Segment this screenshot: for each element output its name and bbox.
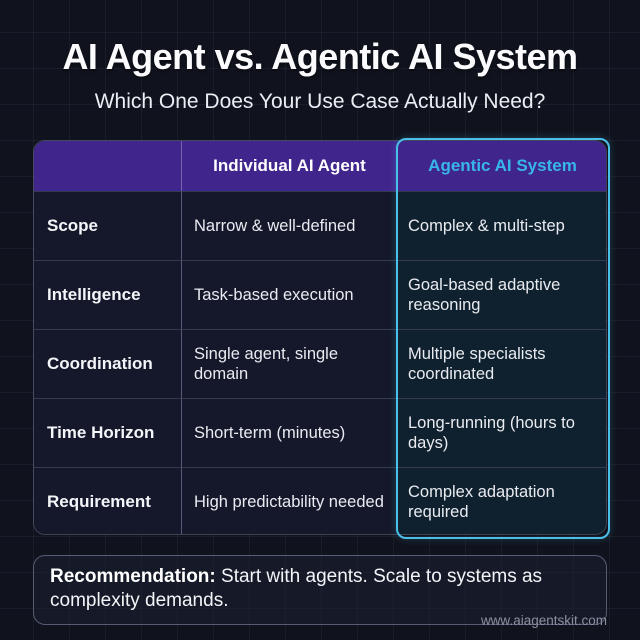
column-header-individual-agent: Individual AI Agent xyxy=(181,141,397,191)
cell-requirement-agent: High predictability needed xyxy=(181,467,397,534)
cell-intelligence-agent: Task-based execution xyxy=(181,260,397,329)
comparison-table-grid: Individual AI Agent Agentic AI System Sc… xyxy=(34,141,606,534)
cell-time-horizon-agent: Short-term (minutes) xyxy=(181,398,397,467)
comparison-table: Individual AI Agent Agentic AI System Sc… xyxy=(33,138,610,539)
cell-scope-system: Complex & multi-step xyxy=(397,191,606,260)
row-label-scope: Scope xyxy=(34,191,181,260)
recommendation-label: Recommendation: xyxy=(50,566,216,587)
page-heading: AI Agent vs. Agentic AI System Which One… xyxy=(0,36,640,114)
column-header-agentic-system: Agentic AI System xyxy=(397,141,606,191)
page-subtitle: Which One Does Your Use Case Actually Ne… xyxy=(94,90,546,113)
cell-scope-agent: Narrow & well-defined xyxy=(181,191,397,260)
cell-intelligence-system: Goal-based adaptive reasoning xyxy=(397,260,606,329)
row-label-requirement: Requirement xyxy=(34,467,181,534)
recommendation-text: Start with agents. Scale to systems as c… xyxy=(50,566,543,612)
cell-coordination-agent: Single agent, single domain xyxy=(181,329,397,398)
cell-requirement-system: Complex adaptation required xyxy=(397,467,606,534)
page-title: AI Agent vs. Agentic AI System xyxy=(62,36,578,77)
column-header-blank xyxy=(34,141,181,191)
website-url: www.aiagentskit.com xyxy=(480,613,607,628)
row-label-intelligence: Intelligence xyxy=(34,260,181,329)
row-label-coordination: Coordination xyxy=(34,329,181,398)
cell-coordination-system: Multiple specialists coordinated xyxy=(397,329,606,398)
cell-time-horizon-system: Long-running (hours to days) xyxy=(397,398,606,467)
row-label-time-horizon: Time Horizon xyxy=(34,398,181,467)
recommendation-box: Recommendation: Start with agents. Scale… xyxy=(33,555,607,625)
